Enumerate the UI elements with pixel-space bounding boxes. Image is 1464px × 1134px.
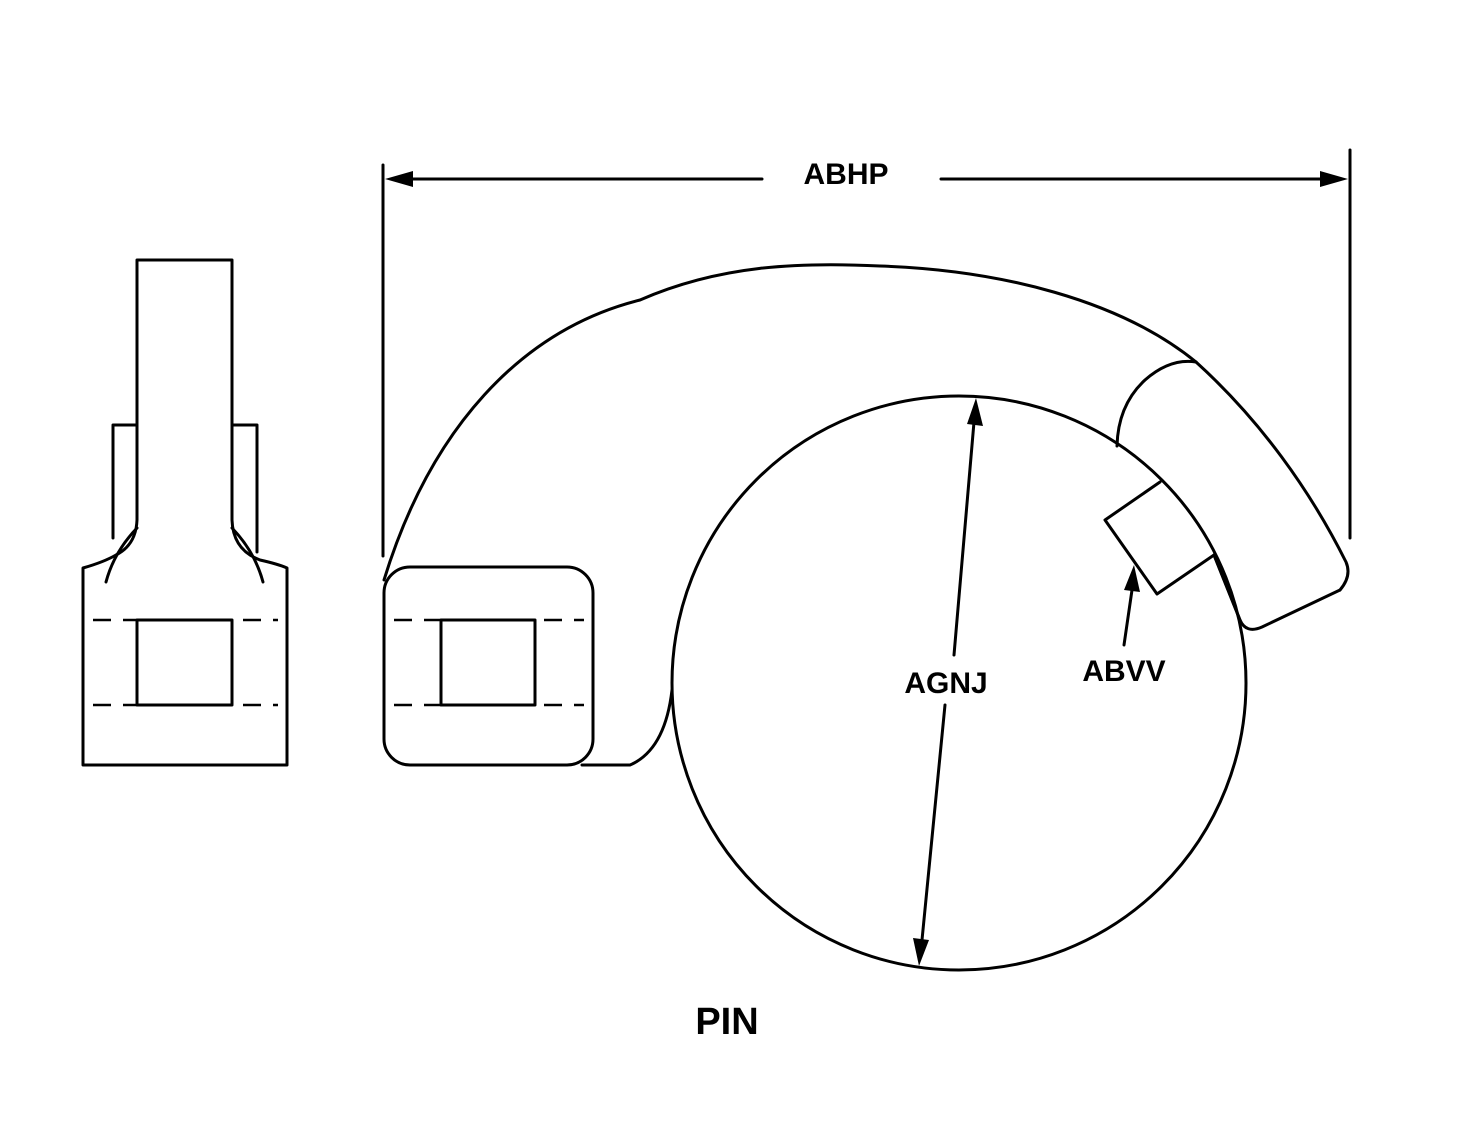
diameter-arrowhead-top — [967, 398, 983, 426]
end-block — [382, 565, 595, 767]
clip-square — [1103, 480, 1216, 596]
leader-arrowhead-abvv — [1124, 565, 1140, 592]
pin-head-circle — [670, 394, 1248, 972]
dimension-label-agnj: AGNJ — [904, 667, 987, 700]
side-view-right-flare — [230, 526, 265, 584]
dimension-diameter: AGNJ — [904, 398, 988, 966]
end-block-outline — [382, 565, 595, 767]
side-view-outline — [81, 258, 289, 767]
front-view — [382, 263, 1350, 767]
arrowhead-left — [385, 171, 413, 187]
side-view-collar-left — [111, 423, 139, 540]
diameter-line-lower — [920, 703, 947, 942]
hook-tip-inner-edge — [1212, 553, 1242, 622]
end-block-square-hole — [439, 618, 537, 707]
hook-outer-right-edge — [1194, 360, 1350, 592]
hook-inner-cap — [1115, 359, 1198, 448]
side-view-collar-right — [230, 423, 259, 554]
dimension-clip-width: ABVV — [1082, 565, 1166, 688]
hook-outer-arc — [382, 263, 1198, 582]
side-view — [81, 258, 289, 767]
drawing-title: PIN — [695, 1001, 758, 1043]
hook-base-connection — [580, 688, 674, 767]
hook-tip — [1212, 553, 1342, 631]
arrowhead-right — [1320, 171, 1348, 187]
dimension-label-abvv: ABVV — [1082, 655, 1165, 688]
diameter-line-upper — [952, 420, 976, 657]
dimension-overall-length: ABHP — [381, 148, 1352, 558]
side-view-left-flare — [104, 526, 139, 584]
side-view-square-hole — [135, 618, 234, 707]
leader-line-abvv — [1122, 588, 1134, 647]
dimension-label-abhp: ABHP — [803, 158, 888, 191]
diameter-arrowhead-bottom — [913, 938, 929, 966]
